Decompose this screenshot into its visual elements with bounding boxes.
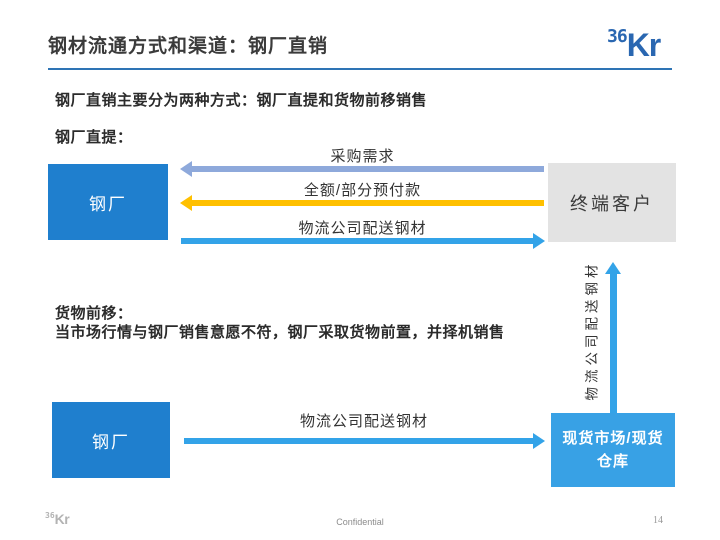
arrow-head-icon	[533, 233, 545, 249]
steel-mill-label-1: 钢厂	[89, 194, 127, 214]
steel-mill-box-1: 钢厂	[48, 164, 168, 240]
footer-logo-kr: Kr	[54, 511, 70, 527]
page-title: 钢材流通方式和渠道：钢厂直销	[48, 36, 329, 57]
arrow-purchase-demand	[180, 161, 545, 177]
arrow-shaft	[181, 238, 534, 244]
arrow-label-logistics-delivery-1: 物流公司配送钢材	[298, 220, 427, 237]
page-number: 14	[653, 515, 663, 526]
end-customer-box: 终端客户	[548, 163, 676, 242]
steel-mill-box-2: 钢厂	[52, 402, 170, 478]
arrow-shaft	[184, 438, 534, 444]
steel-mill-label-2: 钢厂	[92, 432, 130, 452]
36kr-logo-kr: Kr	[626, 27, 662, 63]
arrow-head-icon	[605, 262, 621, 274]
arrow-head-icon	[533, 433, 545, 449]
arrow-label-logistics-delivery-vertical: 物流公司配送钢材	[584, 260, 600, 401]
arrow-head-icon	[180, 195, 192, 211]
arrow-logistics-delivery-1	[180, 233, 545, 249]
arrow-shaft	[191, 166, 544, 172]
intro-text: 钢厂直销主要分为两种方式：钢厂直提和货物前移销售	[55, 92, 428, 109]
section2-description: 当市场行情与钢厂销售意愿不符，钢厂采取货物前置，并择机销售	[55, 324, 505, 341]
arrow-logistics-delivery-vertical	[605, 262, 622, 413]
arrow-prepayment	[180, 195, 545, 211]
36kr-logo: 36Kr	[607, 26, 662, 64]
arrow-label-prepayment: 全额/部分预付款	[303, 182, 422, 199]
end-customer-label: 终端客户	[570, 193, 654, 214]
footer-36kr-logo: 36Kr	[45, 511, 70, 529]
arrow-head-icon	[180, 161, 192, 177]
footer-logo-36: 36	[45, 511, 55, 520]
arrow-label-purchase-demand: 采购需求	[330, 148, 395, 165]
arrow-label-logistics-delivery-2: 物流公司配送钢材	[299, 413, 428, 430]
confidential-label: Confidential	[336, 517, 384, 527]
spot-market-label: 现货市场/现货仓库	[562, 429, 664, 470]
spot-market-box: 现货市场/现货仓库	[551, 413, 675, 487]
arrow-logistics-delivery-2	[183, 433, 545, 449]
arrow-shaft	[610, 272, 617, 413]
arrow-shaft	[191, 200, 544, 206]
section2-heading: 货物前移：	[55, 305, 133, 322]
title-underline	[48, 68, 672, 70]
section1-heading: 钢厂直提：	[55, 129, 133, 146]
36kr-logo-36: 36	[607, 26, 628, 47]
